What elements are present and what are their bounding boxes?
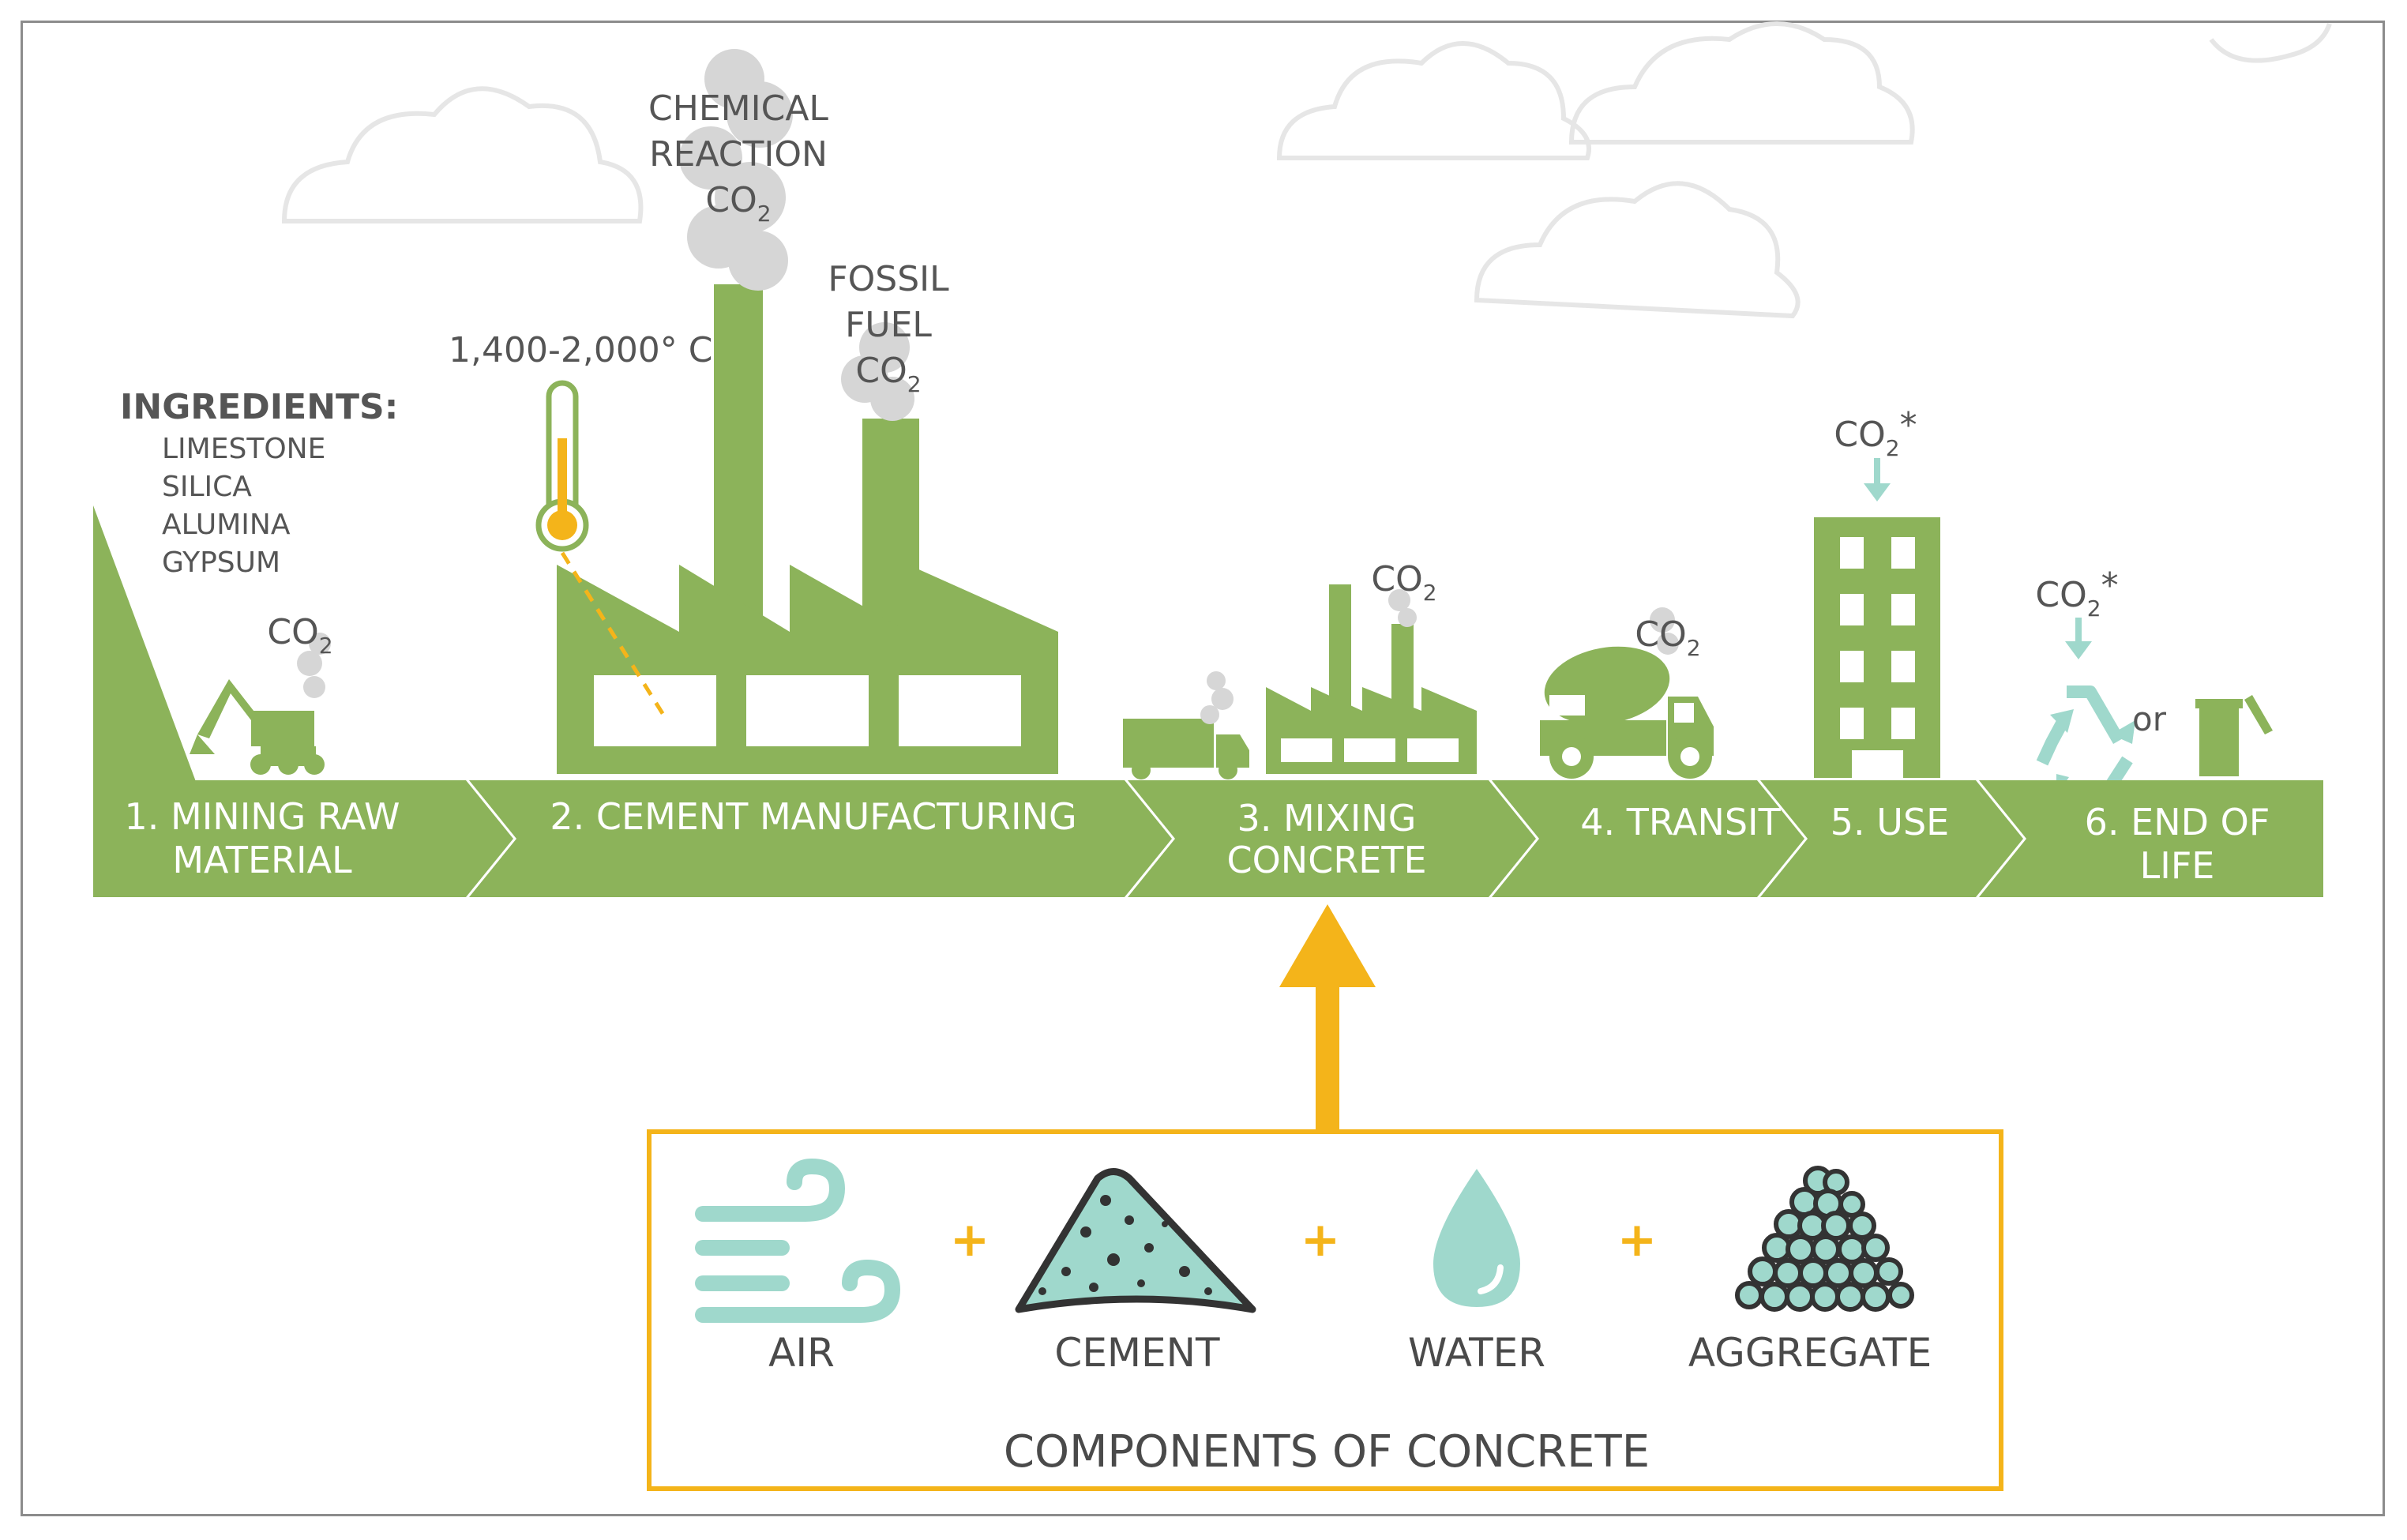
smoke-cloud-icon <box>679 49 793 291</box>
stage-1-label-line-1: 1. MINING RAW <box>125 795 400 838</box>
use-co2-absorbed: CO2* <box>1834 405 1917 461</box>
stage-6-label-line-2: LIFE <box>2140 844 2215 887</box>
cloud-icon <box>1276 41 1591 160</box>
smoke-cloud-icon <box>1650 607 1679 655</box>
stage-4-label: 4. TRANSIT <box>1580 801 1781 843</box>
stage-3-label-line-1: 3. MIXING <box>1237 797 1417 839</box>
mixing-co2: CO2 <box>1371 559 1436 606</box>
stage-5-label: 5. USE <box>1831 801 1949 843</box>
component-label-water: WATER <box>1408 1330 1545 1376</box>
stage-1-arrow <box>93 780 513 897</box>
stage-3-label-line-2: CONCRETE <box>1226 839 1426 881</box>
cloud-icon <box>1568 21 1915 145</box>
fossil-fuel-label-line-1: FOSSIL <box>828 259 949 299</box>
end-of-life-or: or <box>2132 700 2167 738</box>
excavator-icon <box>190 679 325 775</box>
stage-2-arrow <box>469 780 1172 897</box>
smoke-cloud-icon <box>1200 671 1234 724</box>
building-icon <box>1814 517 1940 778</box>
chemical-reaction-co2: CO2 <box>705 180 771 227</box>
stage-1-label-line-2: MATERIAL <box>172 839 352 881</box>
aggregate-pile-icon <box>1735 1166 1914 1312</box>
component-label-aggregate: AGGREGATE <box>1688 1330 1932 1376</box>
down-arrow-icon <box>2065 618 2092 659</box>
mining-co2: CO2 <box>267 612 332 659</box>
down-arrow-icon <box>1864 458 1891 501</box>
component-label-cement: CEMENT <box>1054 1330 1220 1376</box>
diagram-frame <box>21 21 2385 1516</box>
stage-band <box>93 780 2323 897</box>
smoke-cloud-icon <box>841 322 914 421</box>
stage-5-arrow <box>1760 780 2023 897</box>
mine-hill <box>93 505 197 786</box>
chemical-reaction-label-line-1: CHEMICAL <box>648 88 828 129</box>
ingredient-item: SILICA <box>162 471 252 503</box>
ingredients-block: INGREDIENTS: LIMESTONE SILICA ALUMINA GY… <box>120 387 398 579</box>
water-drop-icon <box>1433 1169 1520 1307</box>
smoke-cloud-icon <box>297 633 331 698</box>
fossil-fuel-label-line-2: FUEL <box>845 305 932 345</box>
chemical-reaction-label-line-2: REACTION <box>649 134 828 175</box>
ingredient-item: ALUMINA <box>162 509 291 541</box>
cloud-icon <box>1474 181 1801 319</box>
stage-labels: 1. MINING RAW MATERIAL 2. CEMENT MANUFAC… <box>125 795 2270 887</box>
stage-2-label: 2. CEMENT MANUFACTURING <box>550 795 1076 838</box>
stage-3-arrow <box>1128 780 1536 897</box>
ingredients-title: INGREDIENTS: <box>120 387 398 427</box>
stage-6-label-line-1: 6. END OF <box>2085 801 2270 843</box>
air-icon <box>695 1158 901 1323</box>
component-label-air: AIR <box>768 1330 835 1376</box>
emission-labels: CHEMICAL REACTION CO2 FOSSIL FUEL CO2 1,… <box>267 88 2166 738</box>
stage-6-arrow <box>1979 780 2323 897</box>
background-clouds <box>281 21 2332 319</box>
cloud-icon <box>2209 22 2332 63</box>
windows <box>594 537 1915 778</box>
trash-bin-icon <box>2195 695 2273 776</box>
stage-4-arrow <box>1492 780 1804 897</box>
building-windows <box>1840 537 1915 778</box>
end-of-life-co2-absorbed: CO2* <box>2035 565 2118 622</box>
cement-pile-icon <box>1015 1168 1256 1313</box>
plus-sign: + <box>950 1212 989 1268</box>
kiln-temperature-label: 1,400-2,000° C <box>449 330 713 370</box>
smoke-clouds <box>297 49 1679 724</box>
smoke-cloud-icon <box>1388 589 1417 627</box>
plus-sign: + <box>1617 1212 1657 1268</box>
components-title: COMPONENTS OF CONCRETE <box>1004 1426 1650 1478</box>
thermometer-icon <box>535 380 666 716</box>
process-silhouettes <box>93 284 2273 786</box>
fossil-fuel-co2: CO2 <box>855 351 921 397</box>
plus-sign: + <box>1301 1212 1340 1268</box>
ingredient-item: LIMESTONE <box>162 433 325 465</box>
cloud-icon <box>281 86 644 223</box>
components-box: + + + AIR CEMENT WATER AGGREGATE COMPONE… <box>647 1129 2003 1491</box>
transit-co2: CO2 <box>1635 614 1700 661</box>
components-feed-arrow <box>1279 904 1376 1133</box>
co2-absorption-arrows <box>1864 458 2092 659</box>
ingredient-item: GYPSUM <box>162 547 280 579</box>
